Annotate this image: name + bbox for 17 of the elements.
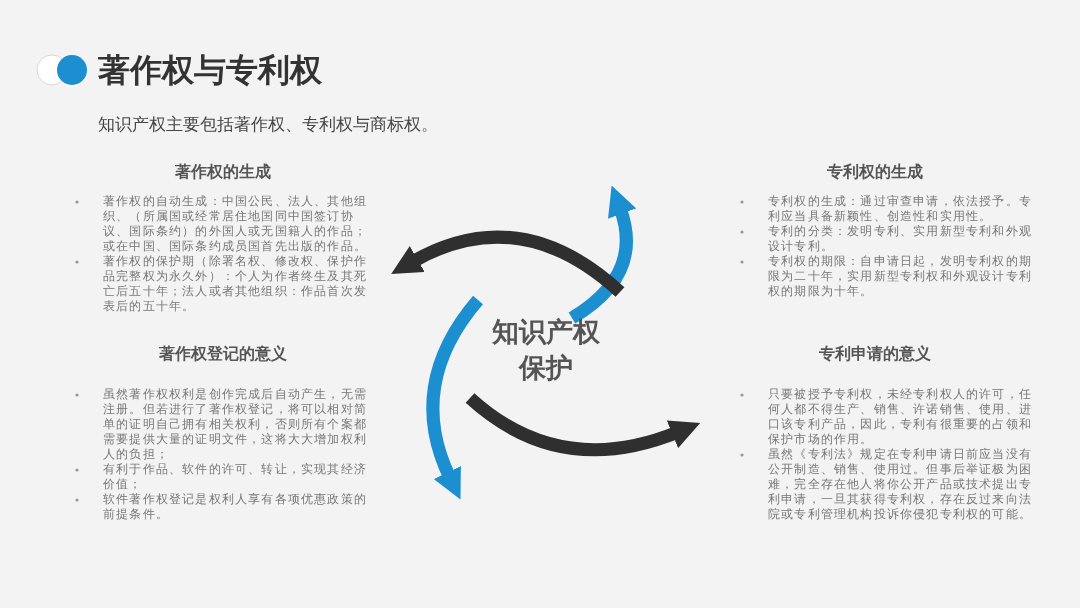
section-heading: 专利申请的意义 — [817, 344, 932, 364]
section-heading: 著作权的生成 — [173, 162, 272, 182]
bullet-text: 有利于作品、软件的许可、转让，实现其经济价值； — [103, 462, 367, 492]
subtitle: 知识产权主要包括著作权、专利权与商标权。 — [98, 114, 438, 136]
bullet-text: 虽然著作权权利是创作完成后自动产生，无需注册。但若进行了著作权登记，将可以相对简单的证明自己拥有相关权利，否则所有个案都需要提供大量的证明文件，这将大大增加权利人的负担； — [103, 387, 367, 462]
center-text: 知识产权保护 — [491, 316, 601, 385]
bullet-text: 虽然《专利法》规定在专利申请日前应当没有公开制造、销售、使用过。但事后举证极为困难，完全存在他人将你公开产品或技术提出专利申请，一旦其获得专利权，存在反过来向法院或专利管理机构投诉你侵犯专利权的可能。 — [768, 447, 1033, 522]
bullet-text: 只要被授予专利权，未经专利权人的许可，任何人都不得生产、销售、许诺销售、使用、进口该专利产品，因此，专利有很重要的占领和保护市场的作用。 — [768, 387, 1033, 447]
bullet-text: 软件著作权登记是权利人享有各项优惠政策的前提条件。 — [103, 492, 367, 522]
bullet-text: 著作权的自动生成：中国公民、法人、其他组织、（所属国或经常居住地国同中国签订协议、国际条约）的外国人或无国籍人的作品；或在中国、国际条约成员国首先出版的作品。 — [103, 194, 367, 254]
bullet-text: 专利的分类：发明专利、实用新型专利和外观设计专利。 — [768, 224, 1033, 254]
section-heading: 专利权的生成 — [825, 162, 924, 182]
section-heading: 著作权登记的意义 — [157, 344, 288, 364]
slide-title: 著作权与专利权 — [98, 51, 322, 90]
bullet-text: 著作权的保护期（除署名权、修改权、保护作品完整权为永久外）：个人为作者终生及其死亡后五十年；法人或者其他组织：作品首次发表后的五十年。 — [103, 254, 367, 314]
bullet-text: 专利权的生成：通过审查申请，依法授予。专利应当具备新颖性、创造性和实用性。 — [768, 194, 1033, 224]
bullet-text: 专利权的期限：自申请日起，发明专利权的期限为二十年，实用新型专利权和外观设计专利权的期限为十年。 — [768, 254, 1033, 299]
